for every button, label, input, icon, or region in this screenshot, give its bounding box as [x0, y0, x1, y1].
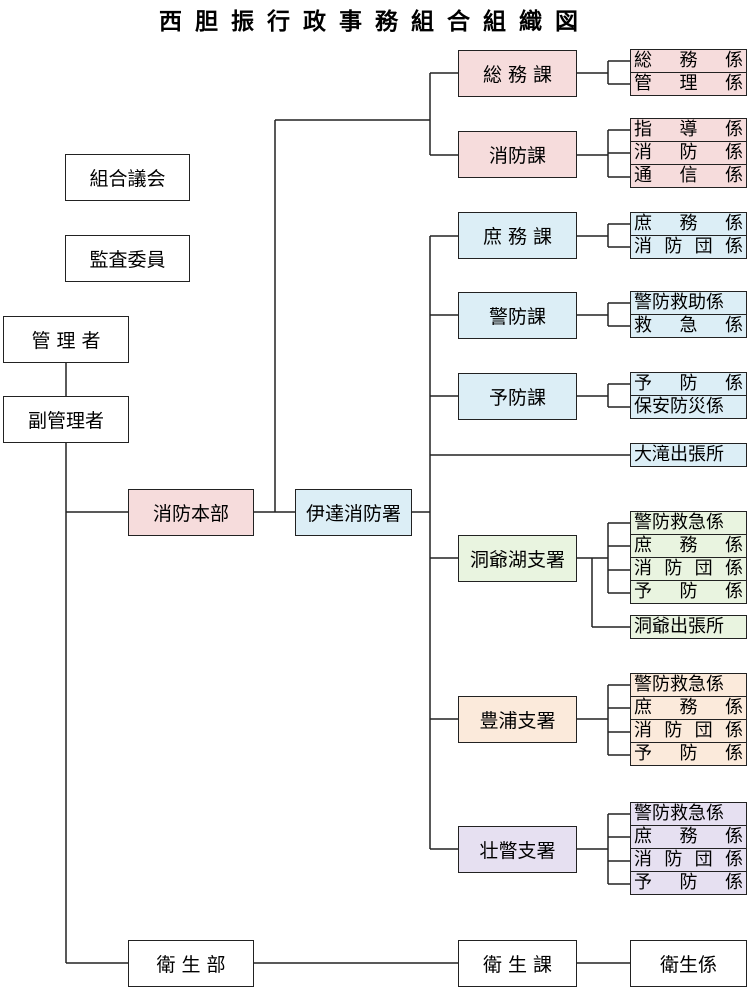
unit-box: 消防団係 [630, 558, 747, 581]
unit-box: 予防係 [630, 743, 747, 766]
unit-label: 庶務係 [634, 826, 743, 847]
unit-box: 警防救助係 [630, 291, 747, 315]
unit-label: 警防救急係 [634, 674, 724, 695]
sobetsu-branch-label: 壮瞥支署 [479, 840, 556, 862]
unit-box: 救急係 [630, 315, 747, 338]
manager-box: 管 理 者 [3, 316, 129, 363]
unit-box: 管理係 [630, 73, 747, 96]
unit-box: 消防係 [630, 142, 747, 165]
auditor-box: 監査委員 [65, 235, 190, 282]
unit-box: 保安防災係 [630, 396, 747, 419]
fire-defense-section-box: 消防課 [458, 131, 577, 178]
hygiene-unit-label: 衛生係 [659, 954, 717, 976]
unit-label: 消防団係 [634, 558, 743, 579]
otaki-office-box: 大滝出張所 [630, 443, 747, 467]
vice-manager-label: 副管理者 [27, 410, 104, 432]
prevention-section-label: 予防課 [488, 387, 546, 409]
toyoura-branch-label: 豊浦支署 [479, 710, 556, 732]
unit-label: 予防係 [634, 581, 743, 602]
unit-box: 指導係 [630, 118, 747, 142]
unit-box: 消防団係 [630, 720, 747, 743]
fire-defense-section-label: 消防課 [488, 145, 546, 167]
sobetsu-branch-box: 壮瞥支署 [458, 826, 577, 873]
council-box: 組合議会 [65, 154, 190, 201]
toya-branch-box: 洞爺湖支署 [458, 535, 577, 582]
unit-label: 庶務係 [634, 213, 743, 234]
unit-label: 消防団係 [634, 236, 743, 257]
fire-hq-box: 消防本部 [128, 489, 254, 536]
hygiene-dept-label: 衛 生 部 [156, 954, 226, 976]
admin-section-label: 庶 務 課 [482, 226, 553, 248]
unit-label: 救急係 [634, 315, 743, 336]
guard-section-box: 警防課 [458, 292, 577, 339]
unit-box: 庶務係 [630, 697, 747, 720]
unit-label: 総務係 [634, 50, 743, 71]
manager-label: 管 理 者 [31, 330, 101, 352]
unit-box: 消防団係 [630, 849, 747, 872]
unit-box: 総務係 [630, 49, 747, 73]
unit-label: 警防救急係 [634, 512, 724, 533]
unit-label: 警防救助係 [634, 292, 724, 313]
vice-manager-box: 副管理者 [3, 396, 129, 443]
hygiene-dept-box: 衛 生 部 [128, 940, 254, 987]
admin-section-box: 庶 務 課 [458, 212, 577, 259]
unit-label: 予防係 [634, 373, 743, 394]
unit-box: 警防救急係 [630, 511, 747, 535]
auditor-label: 監査委員 [89, 249, 166, 271]
date-station-box: 伊達消防署 [295, 489, 412, 536]
unit-box: 予防係 [630, 372, 747, 396]
unit-label: 管理係 [634, 73, 743, 94]
toya-office-label: 洞爺出張所 [634, 616, 724, 637]
unit-label: 予防係 [634, 872, 743, 893]
toya-branch-label: 洞爺湖支署 [469, 549, 565, 571]
unit-box: 予防係 [630, 581, 747, 604]
date-station-label: 伊達消防署 [305, 503, 401, 525]
toyoura-branch-box: 豊浦支署 [458, 696, 577, 743]
guard-section-label: 警防課 [488, 306, 546, 328]
unit-box: 警防救急係 [630, 802, 747, 826]
unit-label: 消防団係 [634, 720, 743, 741]
general-affairs-section-box: 総 務 課 [458, 50, 577, 97]
unit-label: 警防救急係 [634, 803, 724, 824]
unit-box: 庶務係 [630, 212, 747, 236]
prevention-section-box: 予防課 [458, 373, 577, 420]
fire-hq-label: 消防本部 [152, 503, 229, 525]
unit-box: 庶務係 [630, 826, 747, 849]
unit-box: 通信係 [630, 165, 747, 188]
hygiene-section-box: 衛 生 課 [458, 940, 577, 987]
general-affairs-section-label: 総 務 課 [482, 64, 553, 86]
unit-box: 警防救急係 [630, 673, 747, 697]
page-title: 西胆振行政事務組合組織図 [159, 9, 591, 35]
unit-label: 庶務係 [634, 535, 743, 556]
unit-label: 庶務係 [634, 697, 743, 718]
unit-label: 予防係 [634, 743, 743, 764]
toya-office-box: 洞爺出張所 [630, 615, 747, 639]
unit-box: 消防団係 [630, 236, 747, 259]
hygiene-unit-box: 衛生係 [630, 940, 747, 987]
hygiene-section-label: 衛 生 課 [482, 954, 553, 976]
unit-label: 消防団係 [634, 849, 743, 870]
unit-label: 通信係 [634, 165, 743, 186]
otaki-office-label: 大滝出張所 [634, 444, 724, 465]
council-label: 組合議会 [89, 168, 166, 190]
unit-box: 予防係 [630, 872, 747, 895]
unit-box: 庶務係 [630, 535, 747, 558]
unit-label: 消防係 [634, 142, 743, 163]
unit-label: 保安防災係 [634, 396, 724, 417]
unit-label: 指導係 [634, 119, 743, 140]
